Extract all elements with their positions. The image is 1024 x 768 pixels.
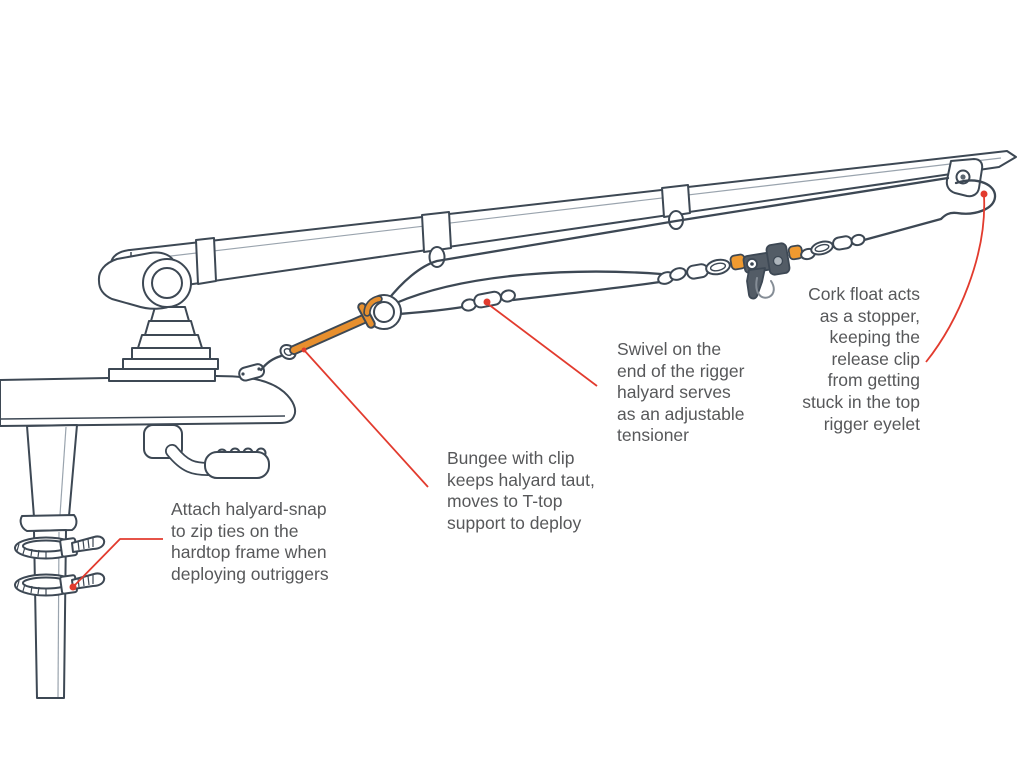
zip-tie-lower xyxy=(14,572,106,597)
bungee-cord xyxy=(289,295,383,355)
zip-tie-upper xyxy=(14,535,106,560)
halyard-snap-clip xyxy=(238,343,297,382)
annotation-bungee: Bungee with clip keeps halyard taut, mov… xyxy=(447,448,595,533)
pole-joint-collar xyxy=(661,184,691,218)
pole-joint-collar xyxy=(195,237,217,285)
leader-line-halyard-snap xyxy=(72,538,163,588)
outrigger-mount xyxy=(97,251,219,382)
leader-line-bungee xyxy=(303,349,429,488)
halyard-tip-loop xyxy=(862,179,997,242)
annotation-halyard-snap: Attach halyard-snap to zip ties on the h… xyxy=(171,499,329,584)
pole-tip-eyelet xyxy=(945,158,984,198)
release-clip xyxy=(742,242,791,300)
pole-joint-collar xyxy=(421,211,452,253)
halyard-line xyxy=(385,176,997,316)
leader-lines xyxy=(69,190,988,591)
leader-line-swivel xyxy=(487,303,598,387)
leader-dot-cork-float xyxy=(980,190,988,198)
grab-handle xyxy=(143,424,270,479)
hardtop-leg-pipe xyxy=(19,424,78,699)
annotation-cork-float: Cork float acts as a stopper, keeping th… xyxy=(802,284,920,434)
leader-dot-swivel xyxy=(483,298,491,306)
leader-line-cork-float xyxy=(925,195,986,363)
leader-dot-halyard-snap xyxy=(69,583,77,591)
release-clip-assembly xyxy=(657,233,866,300)
leader-dot-bungee xyxy=(301,347,307,353)
annotation-swivel: Swivel on the end of the rigger halyard … xyxy=(617,339,745,446)
hardtop-platform xyxy=(0,375,297,427)
